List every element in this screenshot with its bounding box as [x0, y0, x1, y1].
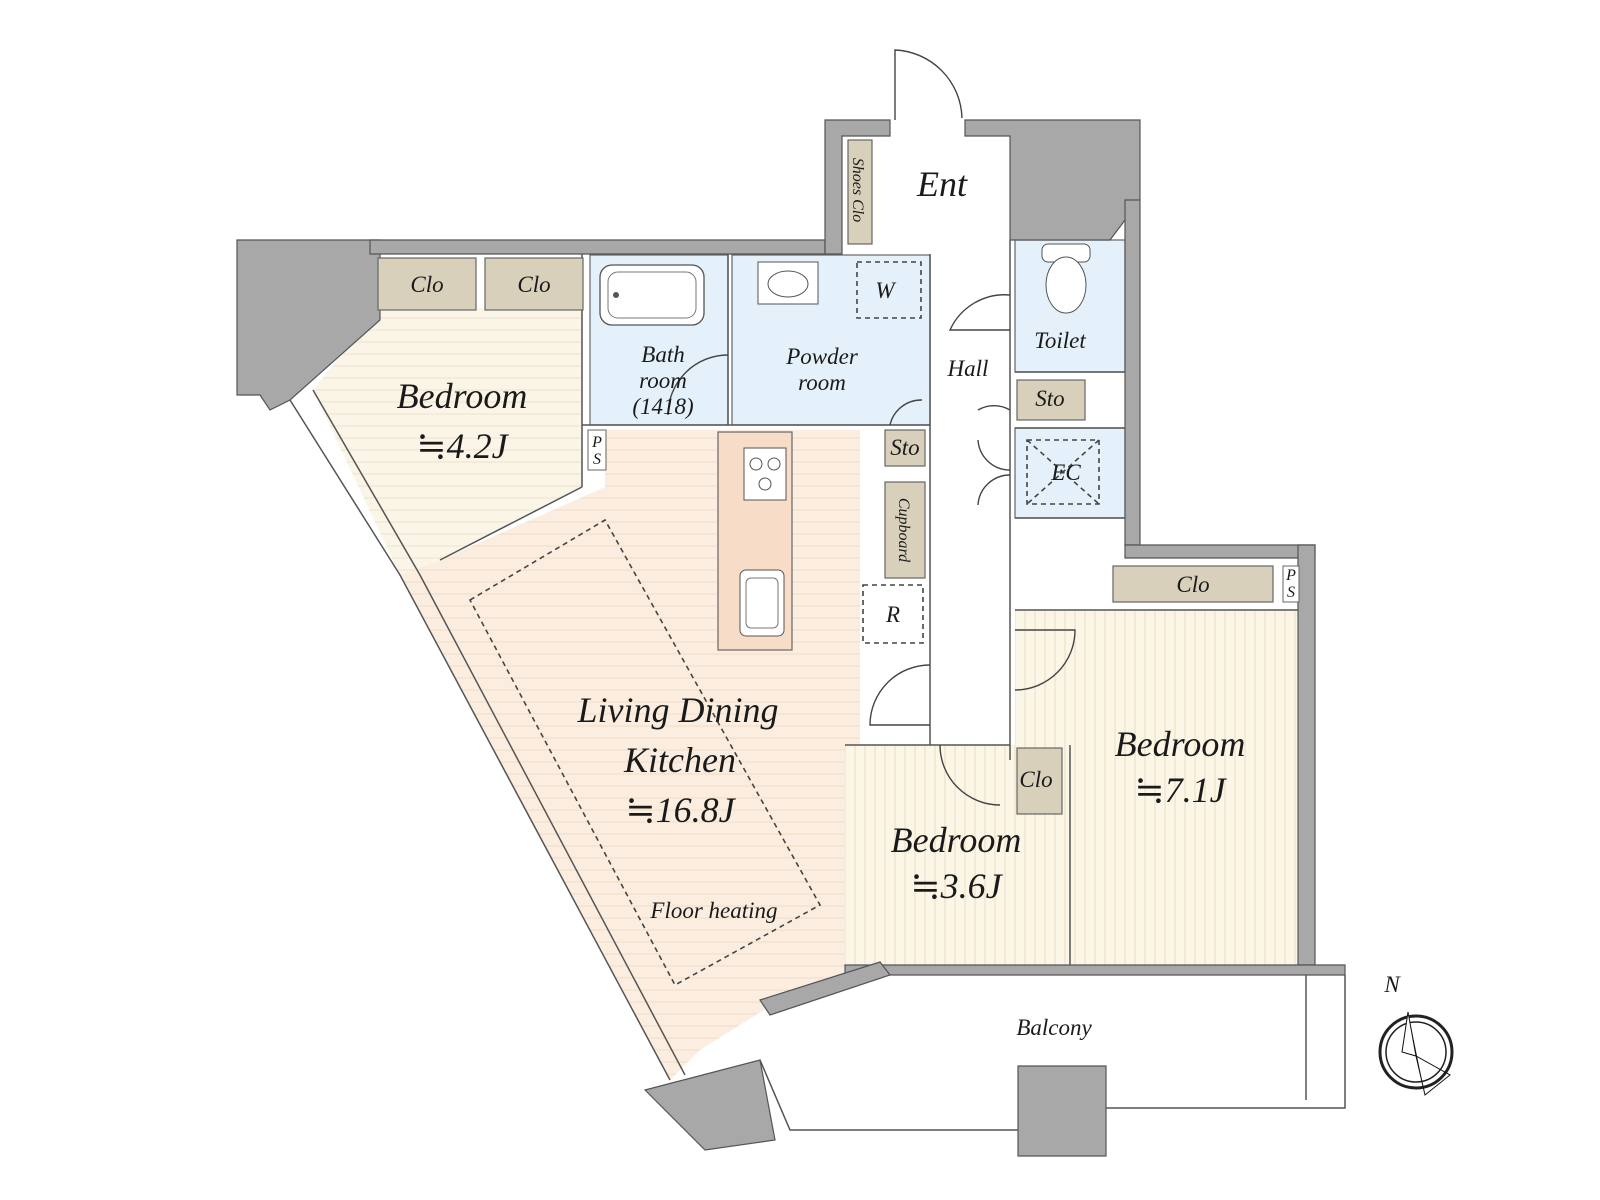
ldk-label-1: Living Dining [576, 690, 778, 730]
closet-bedroom-s[interactable] [1016, 747, 1063, 815]
bedroom-s-label: Bedroom [891, 820, 1022, 860]
bedroom-e-label: Bedroom [1115, 724, 1246, 764]
ps-label-2-bottom: S [1287, 584, 1295, 601]
wall-entrance-right [964, 119, 1141, 241]
ps-label-2-top: P [1285, 567, 1296, 584]
washer-label: W [875, 278, 896, 303]
wall-sw-corner [643, 1059, 776, 1151]
storage-hall[interactable] [1016, 379, 1086, 421]
toilet-label: Toilet [1034, 328, 1086, 353]
refrigerator-label: R [885, 602, 900, 627]
floor-heating-zone [468, 518, 822, 987]
ec-box [1026, 439, 1100, 505]
closet-label-1: Clo [410, 272, 443, 297]
ps-e [1282, 565, 1300, 603]
wall-south-bedrooms [844, 964, 1346, 976]
bedroom-s-size: ≒3.6J [910, 866, 1003, 906]
ps-nw [587, 429, 607, 471]
closet-nw-2[interactable] [484, 257, 584, 311]
closet-label-3: Clo [1176, 572, 1209, 597]
powder-label-1: Powder [785, 344, 859, 369]
cupboard[interactable] [884, 481, 926, 579]
closet-nw-1[interactable] [377, 257, 477, 311]
ps-label-1-top: P [591, 434, 602, 451]
ps-label-1-bottom: S [593, 451, 601, 468]
wall-east-step [1124, 544, 1316, 559]
storage-label-2: Sto [890, 435, 919, 460]
bedroom-e-size: ≒7.1J [1134, 770, 1227, 810]
closet-label-2: Clo [517, 272, 550, 297]
wall-east [1297, 544, 1316, 966]
stove-icon [743, 447, 787, 501]
wall-north [369, 239, 826, 255]
entrance-door[interactable] [894, 49, 963, 120]
bedroom-nw-label: Bedroom [397, 376, 528, 416]
washer-space [856, 261, 922, 319]
bedroom-nw-floor [313, 308, 582, 575]
sink-icon [757, 261, 819, 305]
toilet-icon [1041, 243, 1091, 314]
cupboard-label: Cupboard [895, 498, 912, 563]
shoes-closet[interactable] [847, 139, 873, 245]
wall-sw-diagonal [759, 961, 891, 1016]
window-west [289, 399, 671, 1081]
closet-bedroom-e[interactable] [1112, 565, 1274, 603]
ldk-size: ≒16.8J [625, 790, 736, 830]
balcony-rail-east [1106, 975, 1346, 1109]
refrigerator-space [862, 584, 924, 644]
bedroom-nw-size: ≒4.2J [416, 426, 509, 466]
shoes-closet-label: Shoes Clo [849, 158, 866, 222]
bath-label-3: (1418) [632, 394, 693, 419]
compass-label: N [1383, 972, 1401, 997]
compass-icon [1378, 1011, 1454, 1096]
ec-label: EC [1050, 460, 1081, 485]
wall-entrance-left [824, 119, 891, 255]
kitchen-sink-icon [739, 569, 785, 637]
wall-balcony-column [1017, 1065, 1107, 1157]
storage-label-1: Sto [1035, 386, 1064, 411]
floor-heating-label: Floor heating [649, 898, 777, 923]
closet-label-4: Clo [1019, 767, 1052, 792]
balcony-rail [759, 1059, 1018, 1131]
bath-label-2: room [639, 368, 687, 393]
wall-east-upper [1124, 199, 1141, 546]
window-west-inner [312, 389, 686, 1076]
balcony-label: Balcony [1016, 1015, 1092, 1040]
bathtub-icon [599, 264, 705, 326]
entrance-label: Ent [916, 164, 968, 204]
powder-label-2: room [798, 370, 846, 395]
storage-kitchen[interactable] [884, 429, 926, 467]
bath-label-1: Bath [641, 342, 684, 367]
hall-label: Hall [947, 356, 989, 381]
ldk-label-2: Kitchen [623, 740, 736, 780]
